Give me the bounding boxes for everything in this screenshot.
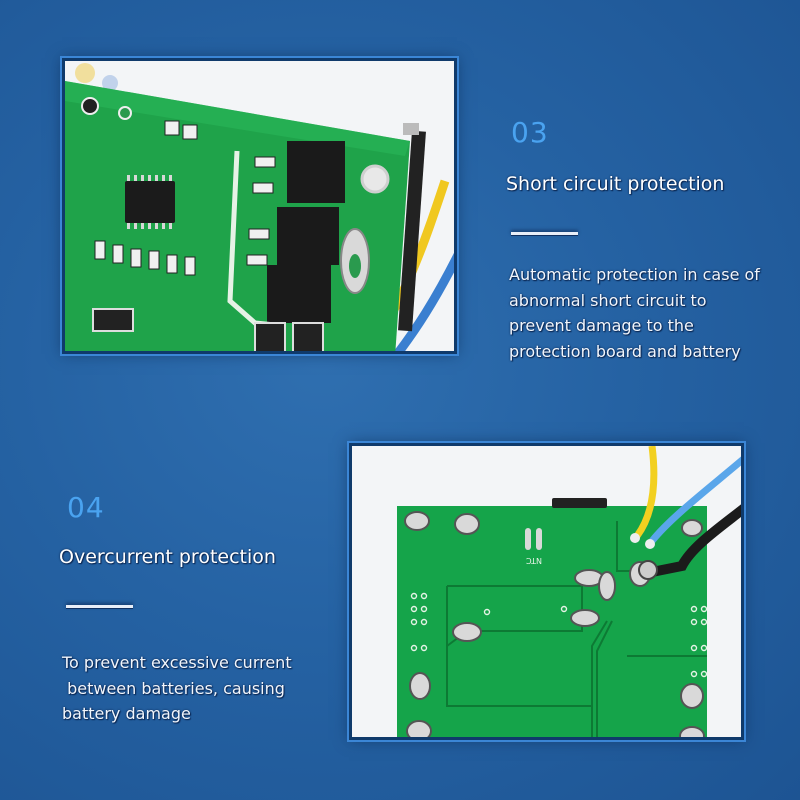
accent-divider <box>66 605 133 609</box>
feature-number-04: 04 <box>67 491 105 524</box>
pcb-photo-overcurrent: NTC <box>349 443 744 740</box>
feature-description-overcurrent: To prevent excessive current between bat… <box>62 653 292 723</box>
ntc-label: NTC <box>526 556 542 565</box>
accent-divider <box>511 232 578 236</box>
pcb-photo-short-circuit <box>62 58 457 354</box>
pcb-closeup-illustration <box>65 61 454 351</box>
pcb-back-illustration: NTC <box>352 446 741 737</box>
feature-title-short-circuit: Short circuit protection <box>506 173 725 195</box>
feature-title-overcurrent: Overcurrent protection <box>59 546 276 568</box>
feature-number-03: 03 <box>511 116 549 149</box>
feature-description-short-circuit: Automatic protection in case of abnormal… <box>509 265 760 361</box>
